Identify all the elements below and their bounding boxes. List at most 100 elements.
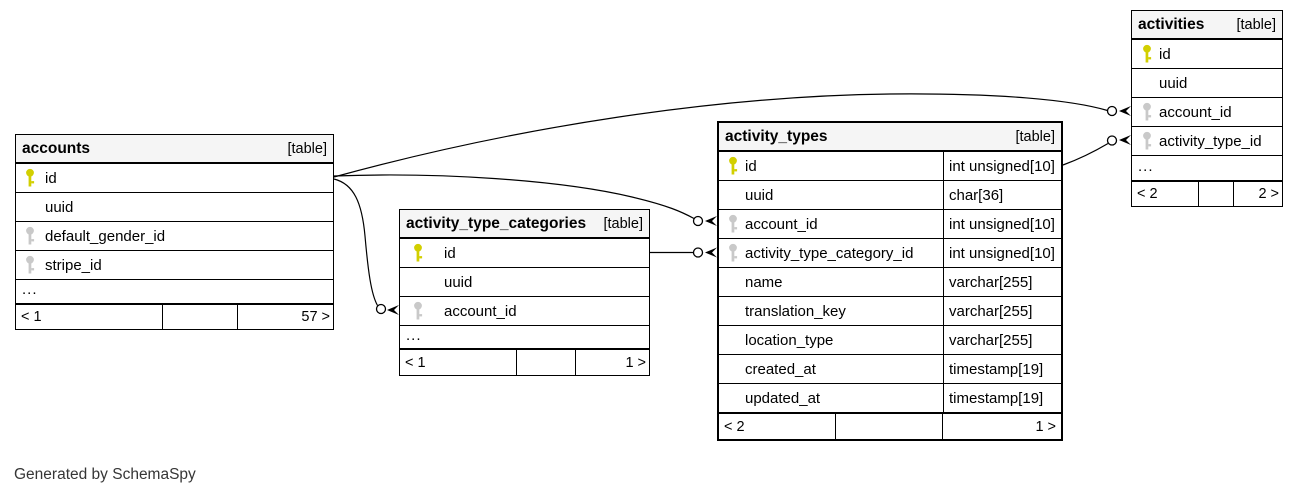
column-name-cell: stripe_id xyxy=(16,251,333,279)
column-name: id xyxy=(1159,45,1171,63)
table-footer: < 2 2 > xyxy=(1132,181,1282,206)
column-name-cell: updated_at xyxy=(719,384,943,412)
column-row-uuid: uuid xyxy=(16,193,333,222)
column-row-location_type: location_type varchar[255] xyxy=(719,326,1061,355)
column-type: timestamp[19] xyxy=(943,355,1061,383)
degree-middle xyxy=(163,305,238,329)
column-name-cell: activity_type_id xyxy=(1132,127,1282,155)
foreign-key-icon xyxy=(1141,131,1153,151)
table-type-badge: [table] xyxy=(1236,16,1277,33)
column-name-cell: account_id xyxy=(1132,98,1282,126)
column-name: account_id xyxy=(1159,103,1232,121)
table-header-activity_types[interactable]: activity_types[table] xyxy=(719,123,1061,152)
column-name: uuid xyxy=(444,273,473,291)
column-name-cell: uuid xyxy=(400,268,649,296)
primary-key-icon xyxy=(727,156,739,176)
column-type: varchar[255] xyxy=(943,297,1061,325)
column-name: default_gender_id xyxy=(45,227,166,245)
column-name: account_id xyxy=(745,215,818,233)
column-name-cell: id xyxy=(400,239,649,267)
degree-parents: < 1 xyxy=(400,350,517,375)
foreign-key-icon xyxy=(727,243,739,263)
column-name: created_at xyxy=(745,360,816,378)
column-row-account_id: account_id xyxy=(1132,98,1282,127)
column-type: int unsigned[10] xyxy=(943,239,1061,267)
column-row-stripe_id: stripe_id xyxy=(16,251,333,280)
table-header-activity_type_categories[interactable]: activity_type_categories [table] xyxy=(400,210,649,239)
column-name: uuid xyxy=(45,198,74,216)
column-name-cell: activity_type_category_id xyxy=(719,239,943,267)
column-row-created_at: created_at timestamp[19] xyxy=(719,355,1061,384)
table-header-activities[interactable]: activities [table] xyxy=(1132,11,1282,40)
column-row-uuid: uuid xyxy=(400,268,649,297)
foreign-key-icon xyxy=(727,214,739,234)
ellipsis-row: ... xyxy=(16,280,333,304)
column-name: activity_type_id xyxy=(1159,132,1262,150)
column-row-id: id xyxy=(400,239,649,268)
column-name: activity_type_category_id xyxy=(745,244,914,262)
foreign-key-icon xyxy=(24,255,36,275)
column-row-uuid: uuid xyxy=(1132,69,1282,98)
primary-key-icon xyxy=(1141,44,1153,64)
column-name: stripe_id xyxy=(45,256,102,274)
column-row-translation_key: translation_key varchar[255] xyxy=(719,297,1061,326)
degree-parents: < 1 xyxy=(16,305,163,329)
column-type: varchar[255] xyxy=(943,326,1061,354)
column-name-cell: id xyxy=(719,152,943,180)
degree-middle xyxy=(1199,182,1234,206)
foreign-key-icon xyxy=(1141,102,1153,122)
foreign-key-icon xyxy=(24,226,36,246)
degree-middle xyxy=(836,414,943,439)
primary-key-icon xyxy=(24,168,36,188)
relationship-accounts-to-activity-type-categories-account-id xyxy=(333,178,399,315)
degree-middle xyxy=(517,350,576,375)
column-name: id xyxy=(745,157,757,175)
column-name: account_id xyxy=(444,302,517,320)
column-name-cell: uuid xyxy=(1132,69,1282,97)
relationship-activity-types-to-activities-activity-type-id xyxy=(1062,135,1131,166)
table-title: activity_type_categories xyxy=(406,214,587,232)
column-name-cell: account_id xyxy=(400,297,649,325)
column-type: timestamp[19] xyxy=(943,384,1061,412)
column-type: int unsigned[10] xyxy=(943,152,1061,180)
column-row-updated_at: updated_at timestamp[19] xyxy=(719,384,1061,413)
table-node-activity_type_categories[interactable]: activity_type_categories [table] id uuid acc… xyxy=(399,209,650,376)
foreign-key-icon xyxy=(412,301,424,321)
ellipsis-row: ... xyxy=(400,326,649,349)
degree-children: 2 > xyxy=(1258,186,1279,202)
column-row-id: id xyxy=(16,164,333,193)
degree-parents: < 2 xyxy=(1132,182,1199,206)
column-row-id: id xyxy=(1132,40,1282,69)
table-type-badge: [table] xyxy=(287,140,328,157)
column-name: translation_key xyxy=(745,302,846,320)
table-type-badge: [table] xyxy=(603,215,644,232)
column-name-cell: id xyxy=(16,164,333,192)
column-name-cell: uuid xyxy=(16,193,333,221)
column-type: char[36] xyxy=(943,181,1061,209)
column-row-uuid: uuid char[36] xyxy=(719,181,1061,210)
ellipsis-row: ... xyxy=(1132,156,1282,181)
table-title: accounts xyxy=(22,139,91,157)
column-name-cell: id xyxy=(1132,40,1282,68)
table-type-badge: [table] xyxy=(1015,128,1056,145)
column-name-cell: created_at xyxy=(719,355,943,383)
column-name: location_type xyxy=(745,331,834,349)
column-name: updated_at xyxy=(745,389,821,407)
column-name: uuid xyxy=(1159,74,1188,92)
table-header-accounts[interactable]: accounts [table] xyxy=(16,135,333,164)
relationship-activity-type-categories-to-activity-types xyxy=(650,247,717,258)
column-name: id xyxy=(45,169,57,187)
column-name-cell: translation_key xyxy=(719,297,943,325)
column-name: uuid xyxy=(745,186,774,204)
column-name-cell: location_type xyxy=(719,326,943,354)
table-title: activities xyxy=(1138,15,1205,33)
column-row-id: id int unsigned[10] xyxy=(719,152,1061,181)
